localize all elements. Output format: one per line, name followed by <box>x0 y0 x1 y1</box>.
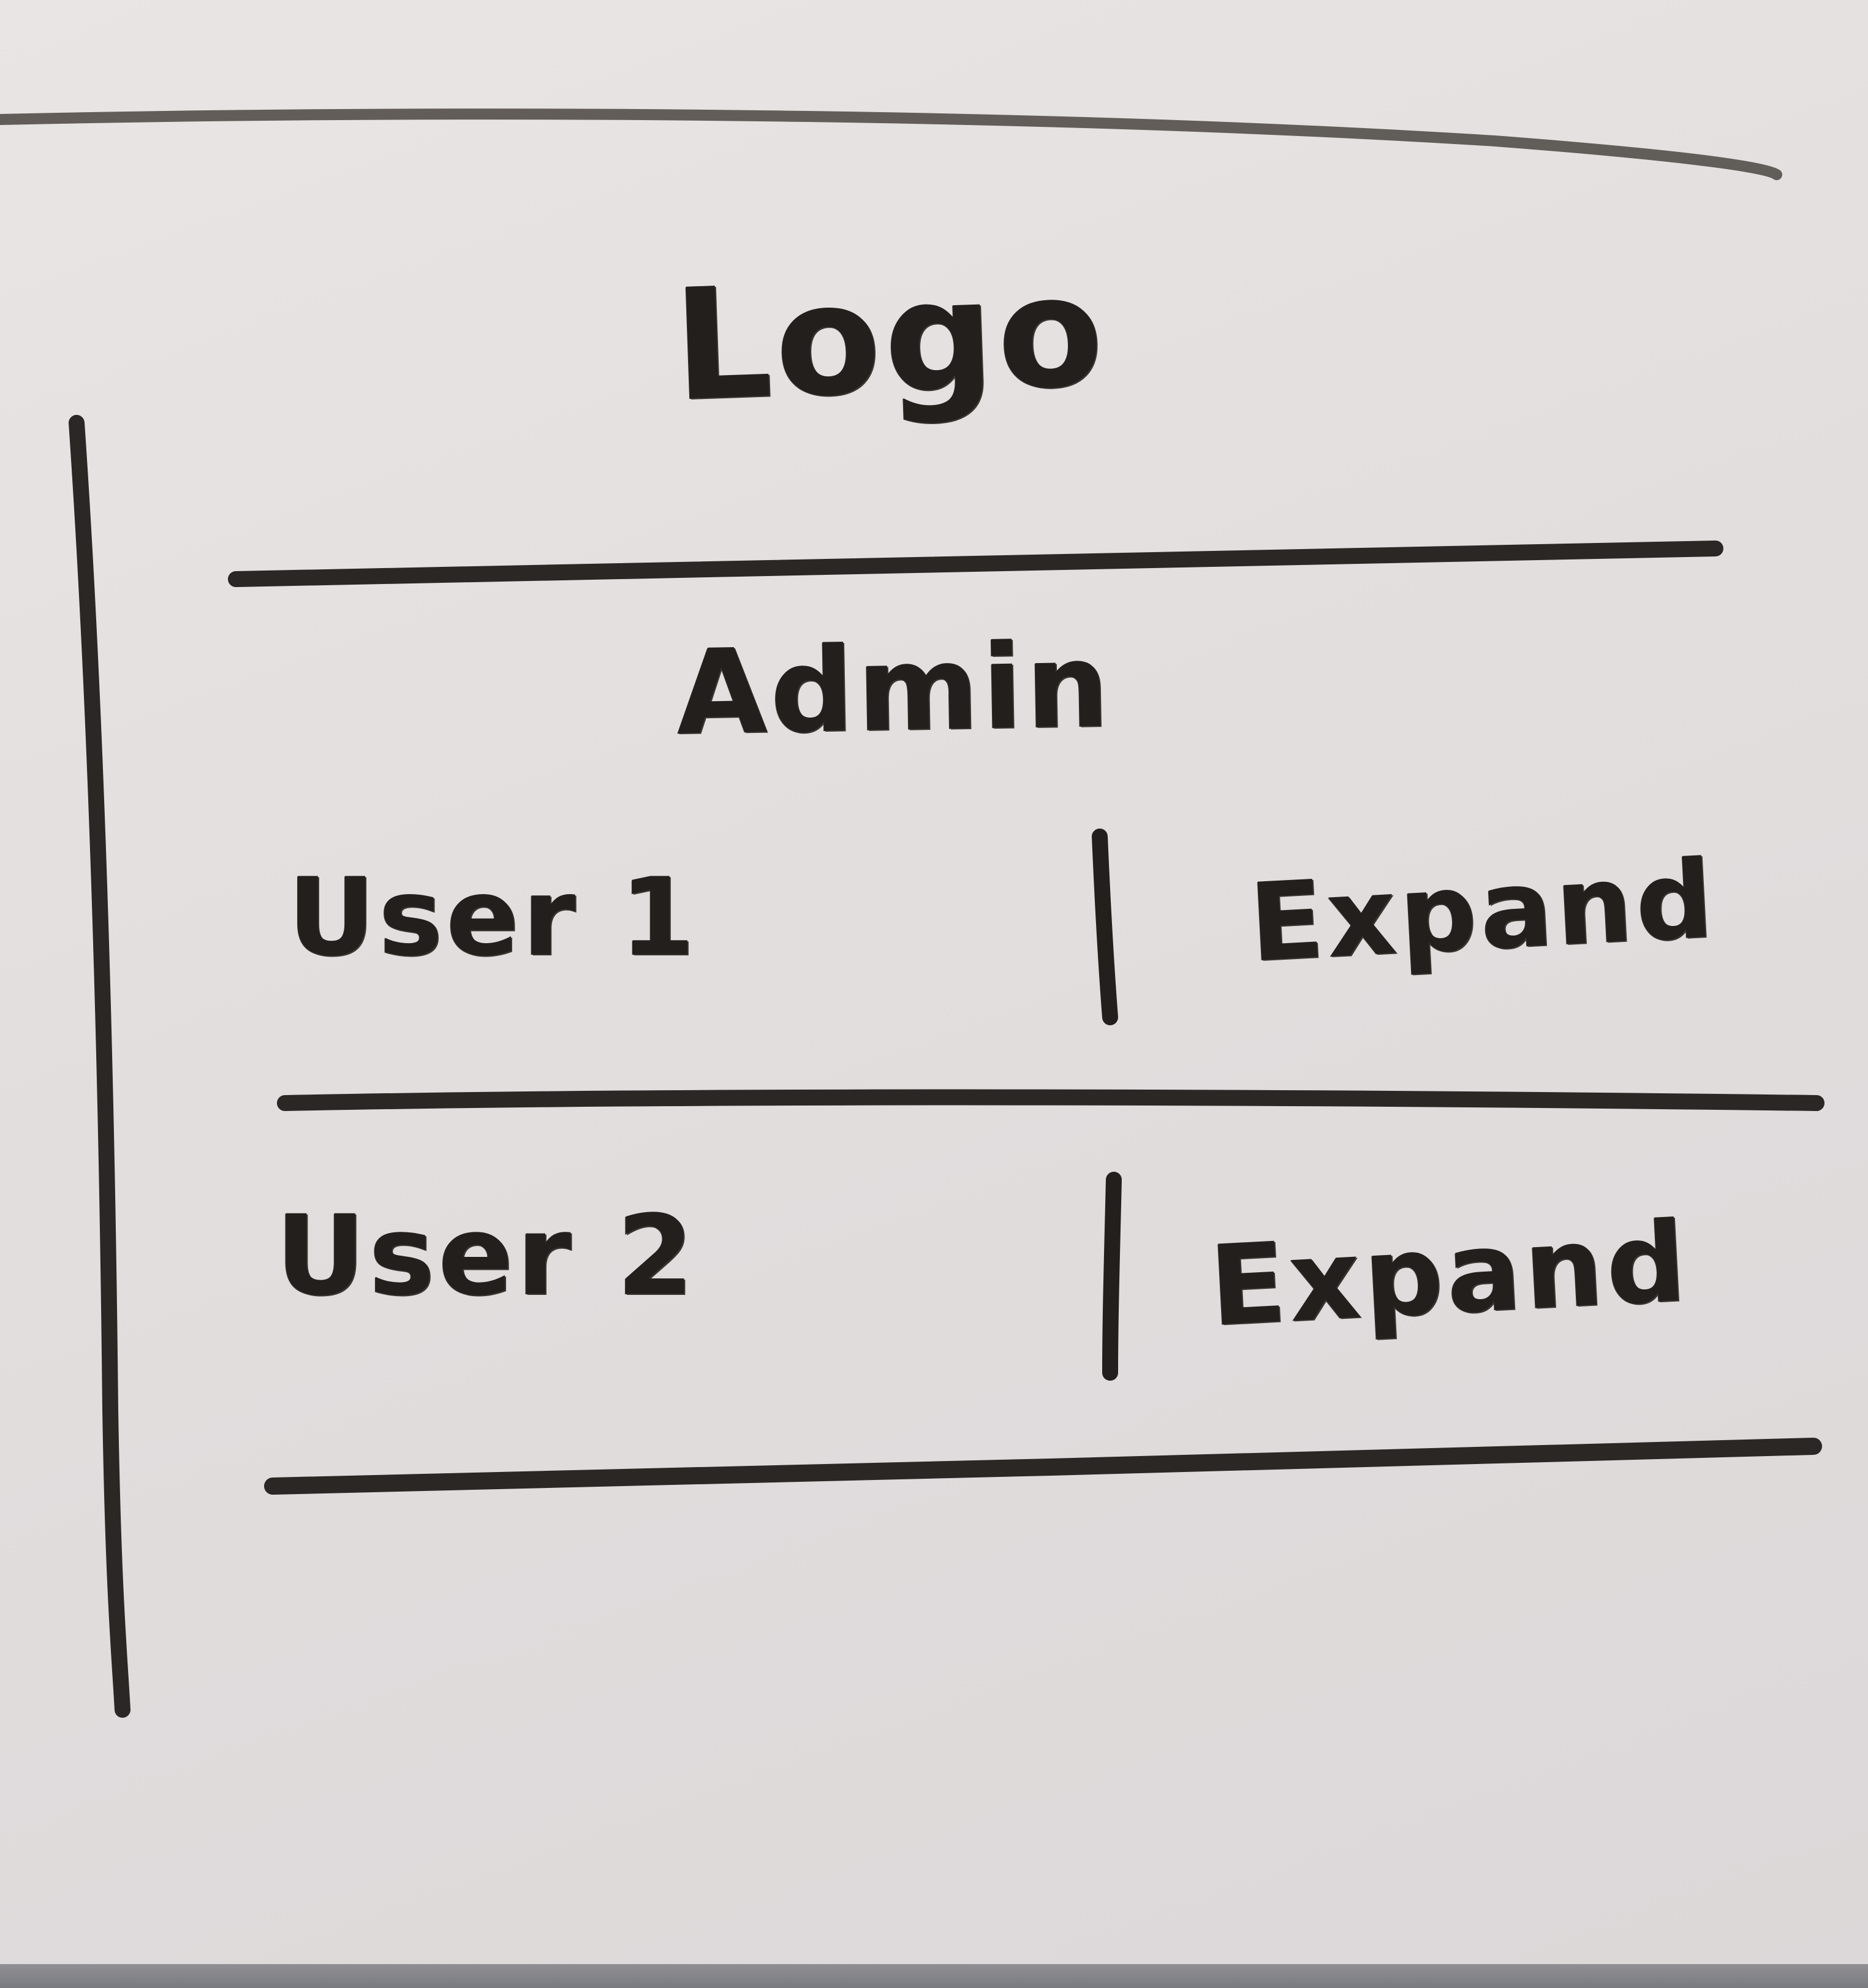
page-title: Admin <box>675 617 1114 761</box>
left-sidebar-line <box>69 415 130 1718</box>
logo-divider <box>228 541 1723 587</box>
logo: Logo <box>671 241 1110 435</box>
row-divider-1 <box>277 1089 1825 1111</box>
user-row-2-name: User 2 <box>276 1192 698 1320</box>
column-separator-1 <box>1092 829 1118 1025</box>
expand-button-user-1[interactable]: Expand <box>1247 837 1720 986</box>
board-frame-edge <box>0 1964 1868 1988</box>
column-separator-2 <box>1102 1172 1122 1381</box>
top-bar-line <box>0 108 1782 180</box>
expand-button-user-2[interactable]: Expand <box>1207 1197 1693 1351</box>
row-divider-2 <box>264 1438 1822 1495</box>
user-row-1-name: User 1 <box>288 856 698 980</box>
